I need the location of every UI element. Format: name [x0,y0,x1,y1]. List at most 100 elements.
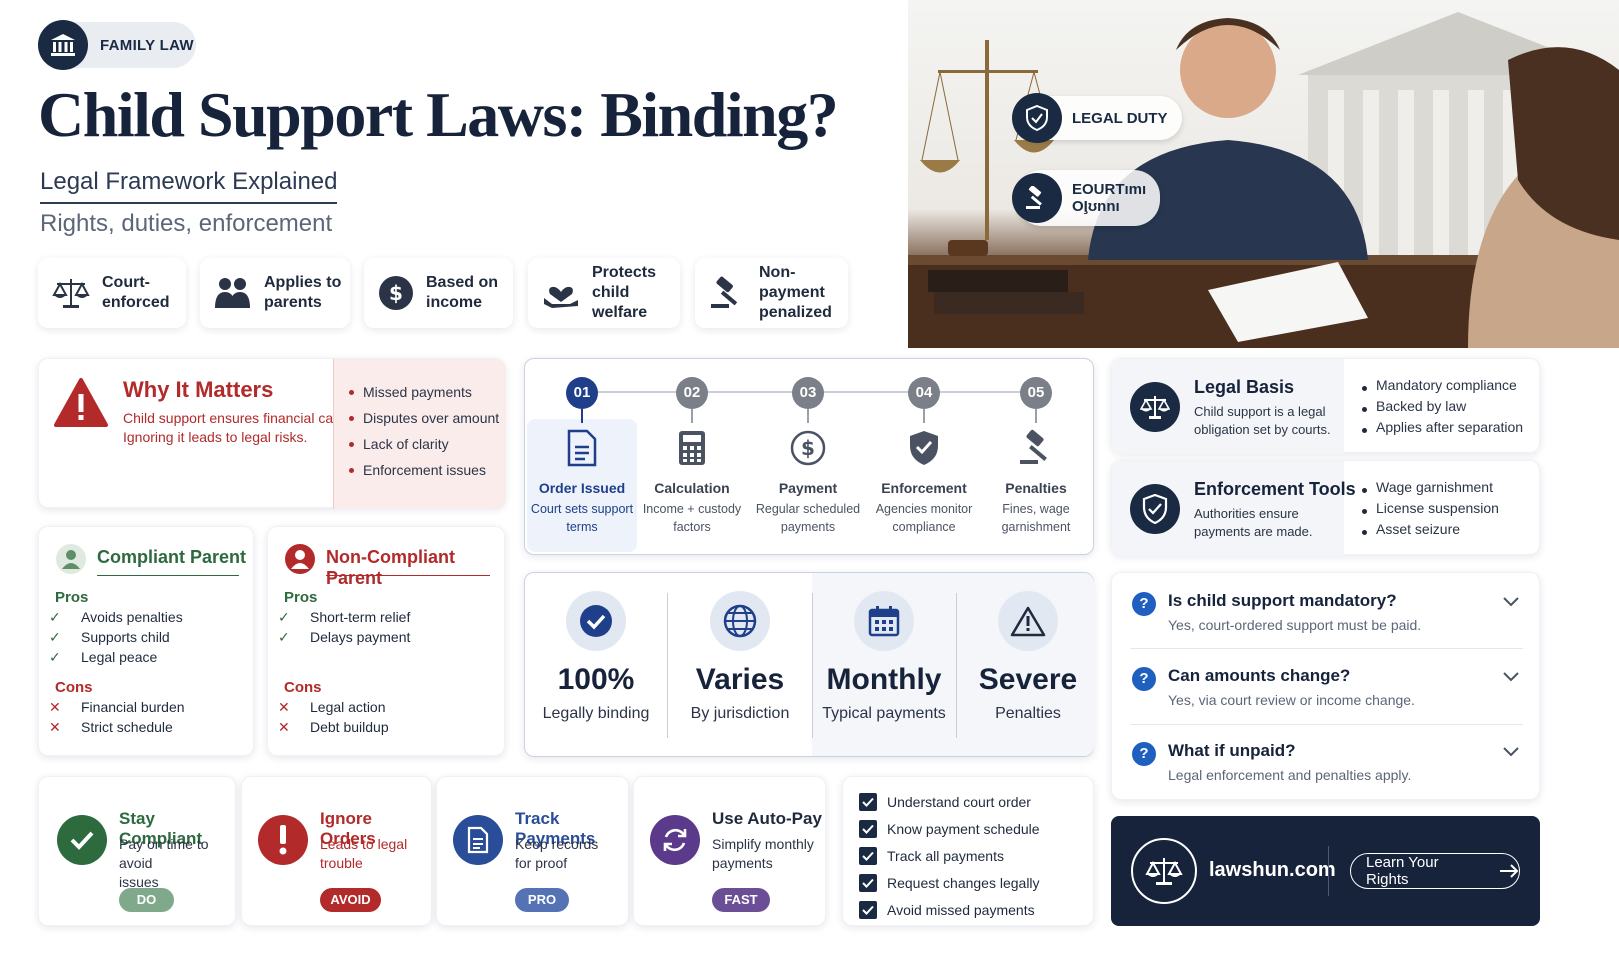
dollar-icon: $ [379,276,413,310]
courthouse-icon [38,20,88,70]
list-item: ✓Legal peace [49,649,158,665]
enforcement-tools-card: Enforcement Tools Authorities ensure pay… [1111,460,1540,556]
legal-duty-tag: LEGAL DUTY [1012,93,1182,143]
list-item: ✓Avoids penalties [49,609,183,625]
gavel-icon [1012,173,1062,223]
chevron-down-icon[interactable] [1502,745,1520,763]
hero-illustration: LEGAL DUTY EOURTımı OI̧ʊnnı [908,0,1619,348]
gavel-icon [711,276,738,308]
checkbox-checked-icon[interactable] [859,846,877,865]
stat-legally-binding: 100% Legally binding [525,573,667,723]
faq-card: ? Is child support mandatory? Yes, court… [1111,572,1540,800]
list-item: ✓Delays payment [278,629,411,645]
checklist-item[interactable]: Know payment schedule [859,815,1040,842]
warning-icon [53,377,109,434]
stat-typical-payments: Monthly Typical payments [813,573,955,723]
page-title: Child Support Laws: Binding? [38,79,839,150]
legal-basis-points: Mandatory compliance Backed by law Appli… [1360,375,1523,438]
chevron-down-icon[interactable] [1502,595,1520,613]
why-it-matters-card: Why It Matters Child support ensures fin… [38,358,506,509]
checkbox-checked-icon[interactable] [859,873,877,892]
heart-hand-icon [544,286,578,308]
list-item: ✕Strict schedule [49,719,173,735]
document-icon [527,429,637,472]
checkbox-checked-icon[interactable] [859,792,877,811]
learn-your-rights-button[interactable]: Learn Your Rights [1350,853,1520,889]
why-title: Why It Matters [123,377,274,402]
dollar-circle-icon: $ [753,429,863,472]
do-badge: DO [119,888,174,912]
question-icon: ? [1132,742,1156,766]
pro-badge: PRO [515,888,569,912]
faq-item[interactable]: ? Is child support mandatory? Yes, court… [1112,573,1541,648]
shield-check-icon [1130,484,1180,534]
non-compliant-title: Non-Compliant Parent [326,547,455,588]
list-item: ✓Short-term relief [278,609,411,625]
document-icon [453,815,503,865]
stats-card: 100% Legally binding Varies By jurisdict… [524,572,1094,757]
chevron-down-icon[interactable] [1502,670,1520,688]
site-name[interactable]: lawshun.com [1209,859,1336,881]
globe-icon [710,591,770,651]
calculator-icon [637,429,747,472]
page-subtitle: Legal Framework Explained [40,168,338,204]
checklist-item[interactable]: Track all payments [859,842,1040,869]
scales-logo-icon [1131,838,1197,904]
footer-banner: lawshun.com Learn Your Rights [1111,816,1540,926]
svg-text:$: $ [389,281,403,305]
scales-icon [1130,382,1180,432]
refresh-icon [650,815,700,865]
svg-text:$: $ [801,436,815,460]
court-order-tag: EOURTımı OI̧ʊnnı [1012,170,1161,226]
checklist-item[interactable]: Request changes legally [859,869,1040,896]
warning-icon [998,591,1058,651]
checkbox-checked-icon[interactable] [859,819,877,838]
faq-item[interactable]: ? What if unpaid? Legal enforcement and … [1112,725,1541,800]
compliant-parent-card: Compliant Parent Pros ✓Avoids penalties … [38,526,254,756]
fast-badge: FAST [712,888,770,912]
arrow-right-icon [1500,864,1519,878]
non-compliant-parent-card: Non-Compliant Parent Pros ✓Short-term re… [267,526,505,756]
stat-by-jurisdiction: Varies By jurisdiction [669,573,811,723]
person-icon [284,543,316,580]
list-item: ✕Financial burden [49,699,185,715]
compliant-title: Compliant Parent [97,547,247,567]
category-badge: FAMILY LAW [38,20,196,70]
list-item: ✕Debt buildup [278,719,389,735]
check-circle-icon [57,815,107,865]
exclamation-icon [258,815,308,865]
list-item: ✕Legal action [278,699,386,715]
shield-check-icon [869,429,979,472]
enforcement-tools-points: Wage garnishment License suspension Asse… [1360,477,1499,540]
question-icon: ? [1132,667,1156,691]
parents-icon [215,278,250,308]
faq-item[interactable]: ? Can amounts change? Yes, via court rev… [1112,649,1541,724]
checkbox-checked-icon[interactable] [859,900,877,919]
legal-basis-card: Legal Basis Child support is a legal obl… [1111,358,1540,454]
compliance-checklist: Understand court order Know payment sche… [842,776,1094,926]
feature-court-enforced: Court-enforced [38,258,186,328]
checklist-item[interactable]: Avoid missed payments [859,896,1040,923]
calendar-icon [854,591,914,651]
badge-label: FAMILY LAW [100,37,194,54]
avoid-badge: AVOID [320,888,381,912]
stat-penalties: Severe Penalties [957,573,1099,723]
shield-check-icon [1012,93,1062,143]
issues-list: Missed payments Disputes over amount Lac… [347,379,499,483]
legal-basis-title: Legal Basis [1194,377,1295,397]
checklist-item[interactable]: Understand court order [859,788,1040,815]
page-tagline: Rights, duties, enforcement [40,210,333,237]
check-circle-icon [566,591,626,651]
